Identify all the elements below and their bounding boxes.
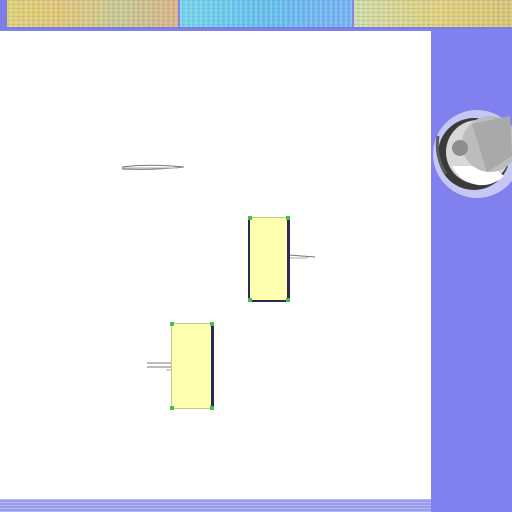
strip-bottom-line bbox=[0, 27, 512, 29]
strip-divider bbox=[352, 0, 354, 29]
resize-handle[interactable] bbox=[170, 322, 174, 326]
resize-handle[interactable] bbox=[210, 322, 214, 326]
resize-handle[interactable] bbox=[248, 216, 252, 220]
bottom-status-bar bbox=[0, 499, 431, 512]
resize-handle[interactable] bbox=[170, 406, 174, 410]
drawing-canvas[interactable] bbox=[0, 31, 431, 499]
lens-connector[interactable] bbox=[120, 159, 190, 179]
resize-handle[interactable] bbox=[210, 406, 214, 410]
resize-handle[interactable] bbox=[286, 298, 290, 302]
strip-segment bbox=[0, 0, 7, 29]
top-image-strip bbox=[0, 0, 512, 29]
block-a[interactable] bbox=[248, 216, 290, 302]
block-a-port[interactable] bbox=[288, 249, 318, 263]
resize-handle[interactable] bbox=[286, 216, 290, 220]
resize-handle[interactable] bbox=[248, 298, 252, 302]
block-b[interactable] bbox=[170, 322, 214, 410]
side-panel bbox=[431, 29, 512, 512]
strip-divider bbox=[178, 0, 180, 29]
gear-cluster-icon bbox=[433, 110, 512, 198]
